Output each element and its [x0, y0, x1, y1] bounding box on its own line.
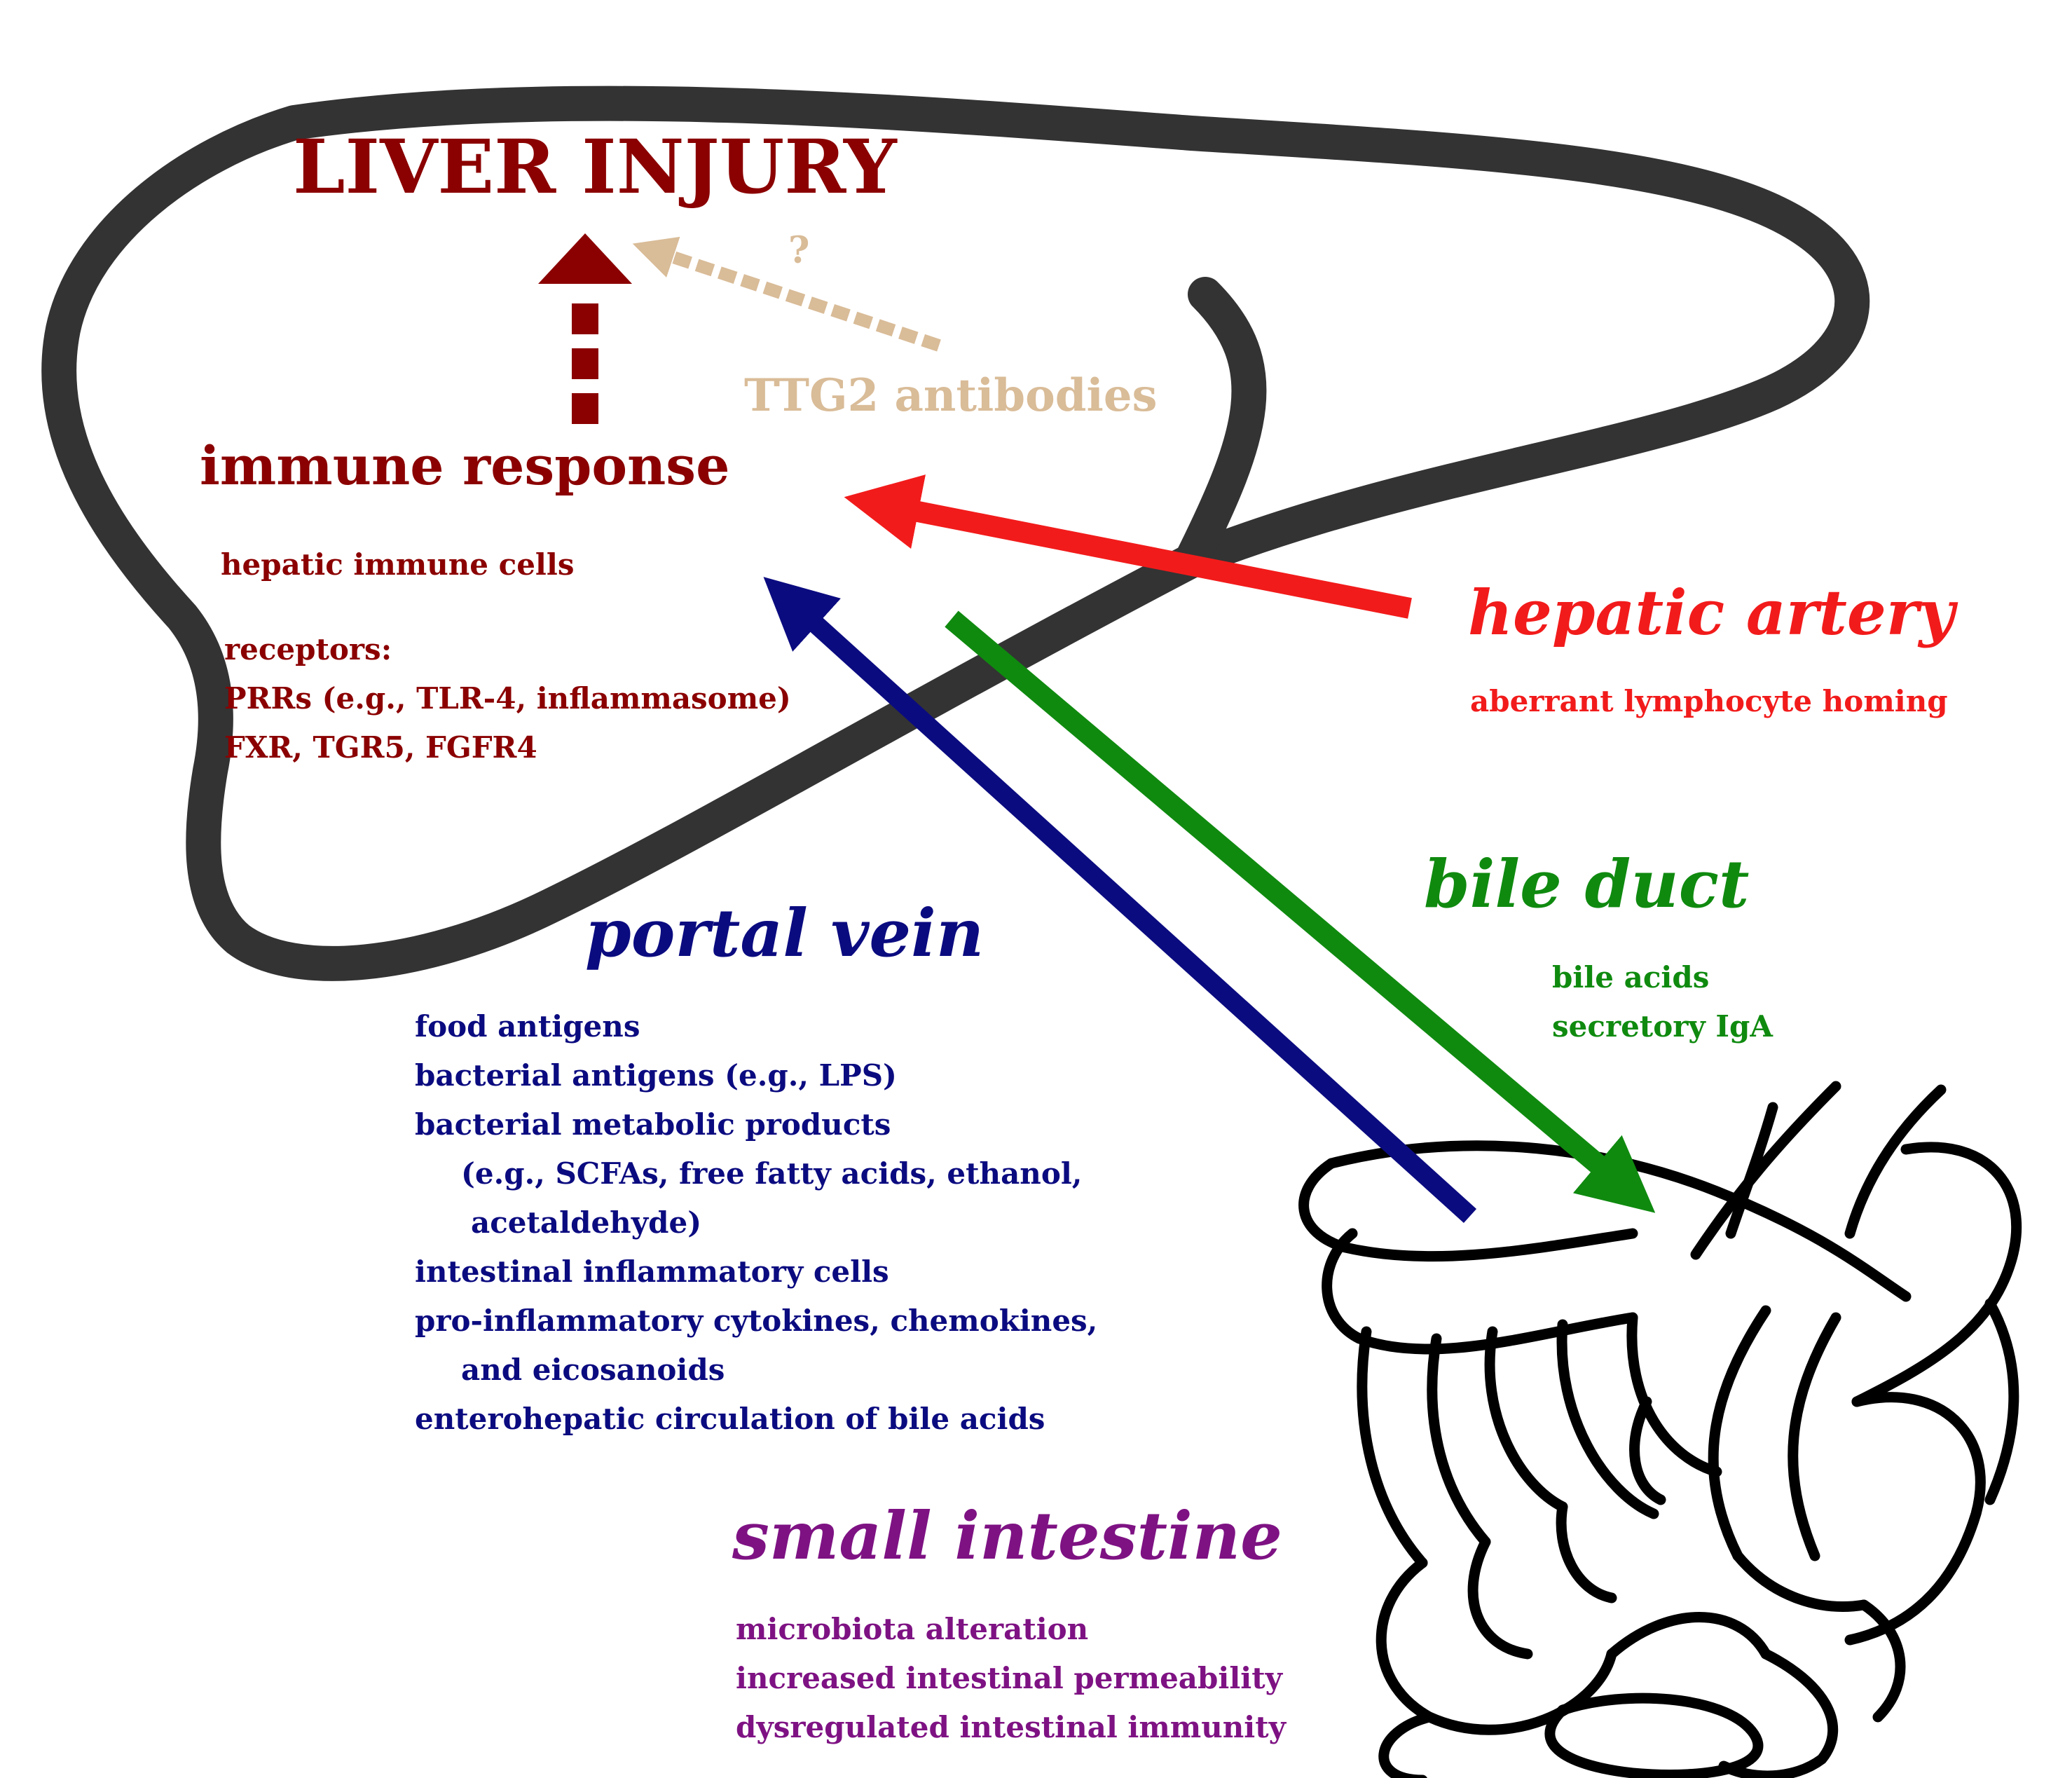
- portal-item: enterohepatic circulation of bile acids: [415, 1402, 1045, 1436]
- portal-item: and eicosanoids: [461, 1353, 725, 1387]
- portal-item: (e.g., SCFAs, free fatty acids, ethanol,: [461, 1156, 1083, 1191]
- ttg2-antibodies-label: TTG2 antibodies: [744, 369, 1158, 422]
- receptor-item: FXR, TGR5, FGFR4: [224, 730, 537, 765]
- liver-injury-title: LIVER INJURY: [293, 123, 897, 210]
- portal-item: bacterial antigens (e.g., LPS): [415, 1058, 897, 1093]
- hepatic-immune-cells-label: hepatic immune cells: [221, 547, 575, 582]
- portal-item: pro-inflammatory cytokines, chemokines,: [415, 1304, 1098, 1338]
- bile-duct-list: bile acids secretory IgA: [1552, 953, 1773, 1051]
- portal-vein-title: portal vein: [585, 895, 984, 972]
- portal-vein-list: food antigens bacterial antigens (e.g., …: [415, 1002, 1097, 1444]
- portal-item: food antigens: [415, 1009, 640, 1044]
- portal-item: acetaldehyde): [471, 1205, 702, 1240]
- receptors-heading: receptors:: [224, 632, 392, 666]
- receptor-item: PRRs (e.g., TLR-4, inflammasome): [224, 681, 791, 716]
- bile-duct-arrow: [945, 610, 1656, 1213]
- intestine-drawing: [1298, 1081, 2022, 1778]
- portal-vein-arrow: [763, 577, 1477, 1224]
- intestine-item: microbiota alteration: [736, 1612, 1089, 1646]
- intestine-item: increased intestinal permeability: [736, 1661, 1283, 1695]
- portal-item: bacterial metabolic products: [415, 1107, 891, 1142]
- hepatic-artery-title: hepatic artery: [1468, 576, 1955, 649]
- immune-to-injury-arrowhead: [538, 233, 632, 284]
- receptors-list: receptors: PRRs (e.g., TLR-4, inflammaso…: [224, 625, 791, 772]
- immune-response-label: immune response: [200, 435, 730, 497]
- small-intestine-list: microbiota alteration increased intestin…: [736, 1605, 1286, 1752]
- portal-item: intestinal inflammatory cells: [415, 1254, 889, 1289]
- intestine-item: dysregulated intestinal immunity: [736, 1710, 1287, 1744]
- hepatic-artery-sub: aberrant lymphocyte homing: [1470, 684, 1948, 718]
- bile-duct-item: secretory IgA: [1552, 1009, 1773, 1044]
- liver-outline: [41, 86, 1870, 981]
- liver-lobe-line: [1174, 277, 1267, 578]
- bile-duct-title: bile duct: [1424, 846, 1750, 923]
- small-intestine-title: small intestine: [732, 1498, 1282, 1575]
- hepatic-artery-arrow: [844, 474, 1412, 619]
- bile-duct-item: bile acids: [1552, 960, 1710, 994]
- question-mark: ?: [788, 229, 810, 272]
